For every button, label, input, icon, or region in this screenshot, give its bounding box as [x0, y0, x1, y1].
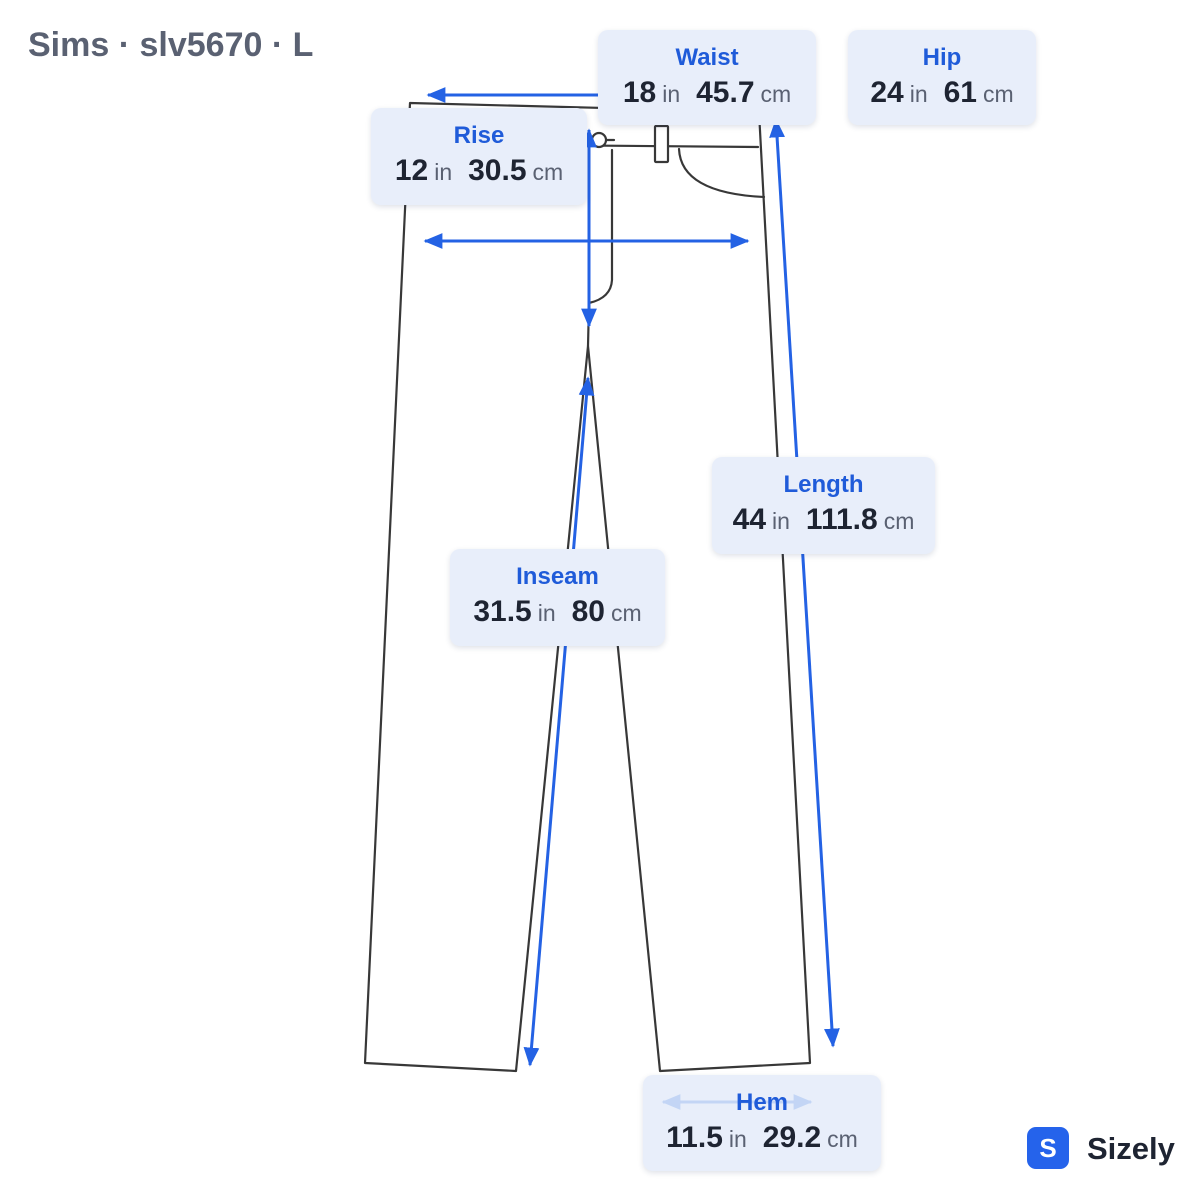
waist-values: 18 in 45.7 cm	[598, 76, 816, 110]
sizely-logo-icon: S	[1027, 1127, 1069, 1169]
inch-unit: in	[662, 81, 681, 107]
hem-title: Hem	[735, 1089, 789, 1116]
brand-name: Sizely	[1087, 1131, 1175, 1166]
inseam-title: Inseam	[516, 563, 599, 590]
rise-inches-value: 12	[394, 154, 429, 187]
inch-unit: in	[909, 81, 928, 107]
right-pocket	[677, 147, 766, 199]
hip-values: 24 in 61 cm	[848, 76, 1036, 110]
waist-label-box: Waist 18 in 45.7 cm	[598, 30, 816, 125]
length-arrow	[769, 118, 840, 1048]
inseam-arrow	[523, 376, 595, 1067]
belt-loop	[653, 124, 670, 164]
hip-cm-value: 61	[943, 76, 977, 109]
cm-unit: cm	[611, 600, 642, 626]
hip-inches-value: 24	[870, 76, 904, 109]
hem-label-box: Hem 11.5 in 29.2 cm	[643, 1075, 881, 1171]
inseam-label-box: Inseam 31.5 in 80 cm	[450, 549, 665, 646]
hip-title: Hip	[922, 44, 962, 71]
length-values: 44 in 111.8 cm	[712, 503, 935, 537]
length-title: Length	[783, 471, 864, 498]
measurement-arrows	[423, 87, 840, 1067]
cm-unit: cm	[982, 81, 1014, 107]
length-inches-value: 44	[732, 503, 767, 536]
cm-unit: cm	[532, 159, 564, 185]
hem-cm-value: 29.2	[762, 1121, 822, 1154]
fly-stitch	[586, 148, 614, 348]
inseam-values: 31.5 in 80 cm	[450, 595, 665, 629]
cm-unit: cm	[883, 508, 915, 534]
length-cm-value: 111.8	[805, 503, 878, 536]
waist-title: Waist	[675, 44, 739, 71]
product-title: Sims · slv5670 · L	[28, 26, 314, 64]
hem-inches-value: 11.5	[666, 1121, 723, 1154]
inch-unit: in	[728, 1126, 747, 1152]
length-label-box: Length 44 in 111.8 cm	[712, 457, 935, 554]
waist-inches-value: 18	[622, 76, 657, 109]
inseam-cm-value: 80	[571, 595, 605, 628]
rise-values: 12 in 30.5 cm	[371, 154, 587, 188]
hem-values: 11.5 in 29.2 cm	[643, 1121, 881, 1155]
hip-label-box: Hip 24 in 61 cm	[848, 30, 1036, 125]
rise-title: Rise	[453, 122, 505, 149]
hem-arrow-graphic	[661, 1094, 813, 1110]
pants-outline	[363, 101, 812, 1073]
cm-unit: cm	[827, 1126, 858, 1152]
pants-button	[590, 131, 608, 149]
cm-unit: cm	[760, 81, 792, 107]
waist-cm-value: 45.7	[696, 76, 755, 109]
inch-unit: in	[537, 600, 556, 626]
rise-cm-value: 30.5	[468, 154, 527, 187]
inseam-inches-value: 31.5	[473, 595, 532, 628]
rise-label-box: Rise 12 in 30.5 cm	[371, 108, 587, 205]
inch-unit: in	[772, 508, 790, 534]
inch-unit: in	[434, 159, 453, 185]
